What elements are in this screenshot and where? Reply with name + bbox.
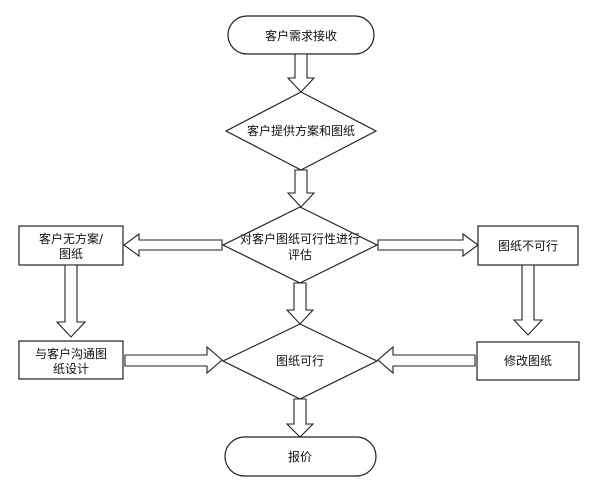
evaluate-label-line1: 对客户图纸可行性进行 [240, 231, 360, 246]
no-plan-label-line1: 客户无方案/ [39, 231, 104, 246]
node-provide-plan: 客户提供方案和图纸 [224, 91, 378, 171]
arrow-not-feasible-to-modify [512, 264, 544, 336]
evaluate-label-line2: 评估 [288, 248, 312, 262]
arrow-evaluate-to-not-feasible [377, 232, 479, 258]
node-not-feasible: 图纸不可行 [477, 225, 579, 266]
arrow-evaluate-to-no-plan [123, 232, 223, 258]
communicate-label-line1: 与客户沟通图 [35, 346, 107, 361]
communicate-label-line2: 纸设计 [53, 362, 89, 376]
arrow-start-to-provide [286, 53, 316, 93]
node-modify: 修改图纸 [476, 341, 580, 381]
modify-box [476, 341, 580, 381]
no-plan-label-line2: 图纸 [59, 247, 83, 261]
not-feasible-label: 图纸不可行 [498, 239, 558, 253]
node-start: 客户需求接收 [227, 15, 375, 55]
node-no-plan: 客户无方案/ 图纸 [18, 225, 124, 266]
arrow-no-plan-to-communicate [55, 264, 87, 338]
not-feasible-box [477, 225, 579, 266]
node-communicate: 与客户沟通图 纸设计 [18, 340, 124, 380]
node-feasible: 图纸可行 [221, 323, 379, 400]
arrow-communicate-to-feasible [124, 345, 223, 375]
arrow-evaluate-to-feasible [285, 282, 315, 325]
modify-label: 修改图纸 [504, 353, 552, 368]
node-quote: 报价 [224, 436, 377, 477]
feasible-label: 图纸可行 [276, 354, 324, 368]
arrow-provide-to-evaluate [286, 169, 316, 208]
communicate-box [18, 340, 124, 380]
start-label: 客户需求接收 [265, 28, 337, 43]
quote-label: 报价 [288, 449, 312, 464]
quote-terminator-shape [224, 436, 377, 477]
node-evaluate-feasibility: 对客户图纸可行性进行 评估 [221, 206, 379, 284]
provide-plan-label: 客户提供方案和图纸 [247, 123, 355, 138]
arrow-feasible-to-quote [285, 398, 315, 438]
arrow-modify-to-feasible [377, 345, 476, 375]
